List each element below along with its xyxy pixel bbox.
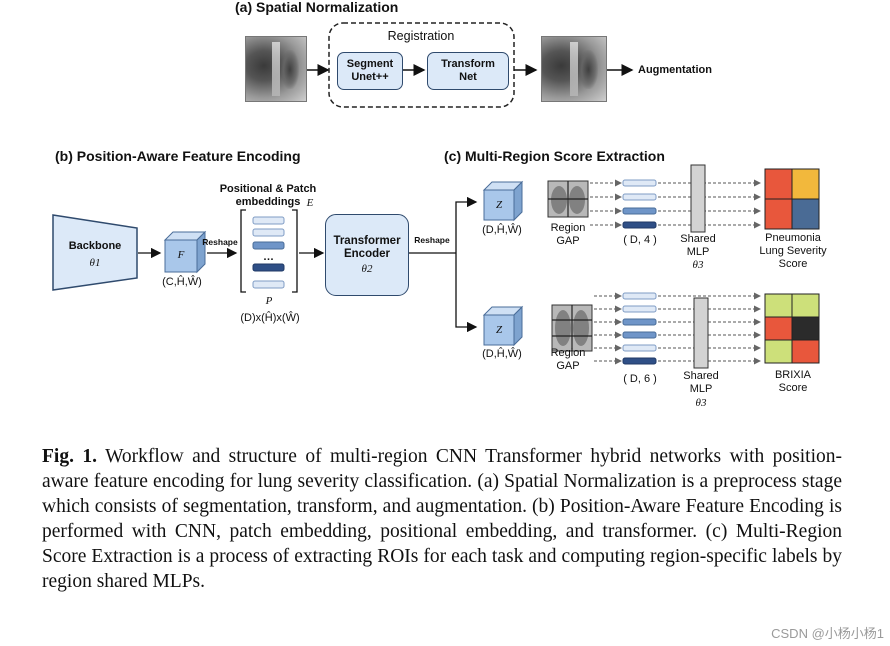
z-cube-bottom [482, 305, 524, 347]
backbone-param: θ1 [89, 257, 101, 269]
shared-mlp-top-bar [690, 164, 706, 233]
reshape-label-2: Reshape [414, 235, 450, 245]
brixia-score-grid [764, 293, 820, 364]
backbone-trapezoid [52, 214, 138, 291]
transformer-encoder-label: Transformer Encoder [333, 234, 401, 260]
mlp-label-top: Shared MLP [680, 233, 716, 258]
gap-grid-bottom [551, 304, 593, 352]
panel-b-title: (b) Position-Aware Feature Encoding [55, 148, 301, 164]
transform-net-box: Transform Net [427, 52, 509, 90]
mlp-label-bottom: Shared MLP [683, 370, 719, 395]
normalized-xray-image [541, 36, 607, 102]
z-symbol-bottom: Z [495, 324, 503, 336]
embeddings-ellipsis: … [263, 251, 274, 263]
transformer-encoder-box: Transformer Encoder θ2 [325, 214, 409, 296]
gap-grid-top [547, 180, 589, 218]
brixia-score-label: BRIXIA Score [774, 369, 812, 394]
vector-dims-top: ( D, 4 ) [623, 234, 657, 246]
diagram-graphics [52, 22, 820, 369]
patch-dims: (D)x(Ĥ)x(Ŵ) [240, 312, 300, 324]
feature-dims: (C,Ĥ,Ŵ) [162, 276, 202, 288]
embedding-token [252, 263, 285, 272]
augmentation-label: Augmentation [638, 64, 712, 76]
transformer-param: θ2 [361, 262, 373, 275]
embeddings-bracket-right [292, 209, 298, 293]
caption-label: Fig. 1. [42, 446, 98, 467]
embeddings-bracket-left [240, 209, 246, 293]
feature-symbol-F: F [177, 249, 185, 261]
gap-label-top: Region GAP [550, 222, 586, 247]
input-xray-image [245, 36, 307, 102]
arrow-to-top-branch [455, 196, 478, 253]
mlp-param-bottom: θ3 [695, 397, 707, 409]
embeddings-title: Positional & Patch embeddings [219, 183, 317, 208]
reshape-label-1: Reshape [202, 237, 238, 247]
patch-symbol-P: P [265, 295, 273, 307]
shared-mlp-bottom-bar [693, 297, 709, 369]
caption-text: Workflow and structure of multi-region C… [42, 446, 842, 592]
watermark: CSDN @小杨小杨1 [771, 626, 884, 641]
embedding-token [252, 280, 285, 289]
arrow-to-bottom-branch [455, 253, 478, 333]
top-vectors [622, 179, 657, 229]
gap-label-bottom: Region GAP [550, 347, 586, 372]
registration-label: Registration [387, 29, 455, 43]
transform-net-label: Transform Net [441, 58, 495, 83]
embedding-token [252, 241, 285, 250]
embeddings-symbol-E: E [306, 197, 314, 209]
embedding-token [252, 216, 285, 225]
segment-unet-box: Segment Unet++ [337, 52, 403, 90]
z-symbol-top: Z [495, 199, 503, 211]
z-dims-top: (D,Ĥ,Ŵ) [482, 224, 522, 236]
backbone-label: Backbone [68, 240, 122, 252]
vector-dims-bottom: ( D, 6 ) [623, 373, 657, 385]
feature-cube-F [163, 230, 207, 274]
figure-caption: Fig. 1. Workflow and structure of multi-… [42, 444, 842, 594]
pneumonia-score-grid [764, 168, 820, 230]
panel-c-title: (c) Multi-Region Score Extraction [444, 148, 665, 164]
bottom-vectors [622, 292, 657, 365]
pneumonia-score-label: Pneumonia Lung Severity Score [759, 232, 827, 270]
z-dims-bottom: (D,Ĥ,Ŵ) [482, 348, 522, 360]
panel-a-title: (a) Spatial Normalization [235, 0, 399, 15]
z-cube-top [482, 180, 524, 222]
embedding-token [252, 228, 285, 237]
segment-unet-label: Segment Unet++ [346, 58, 394, 83]
mlp-param-top: θ3 [692, 259, 704, 271]
